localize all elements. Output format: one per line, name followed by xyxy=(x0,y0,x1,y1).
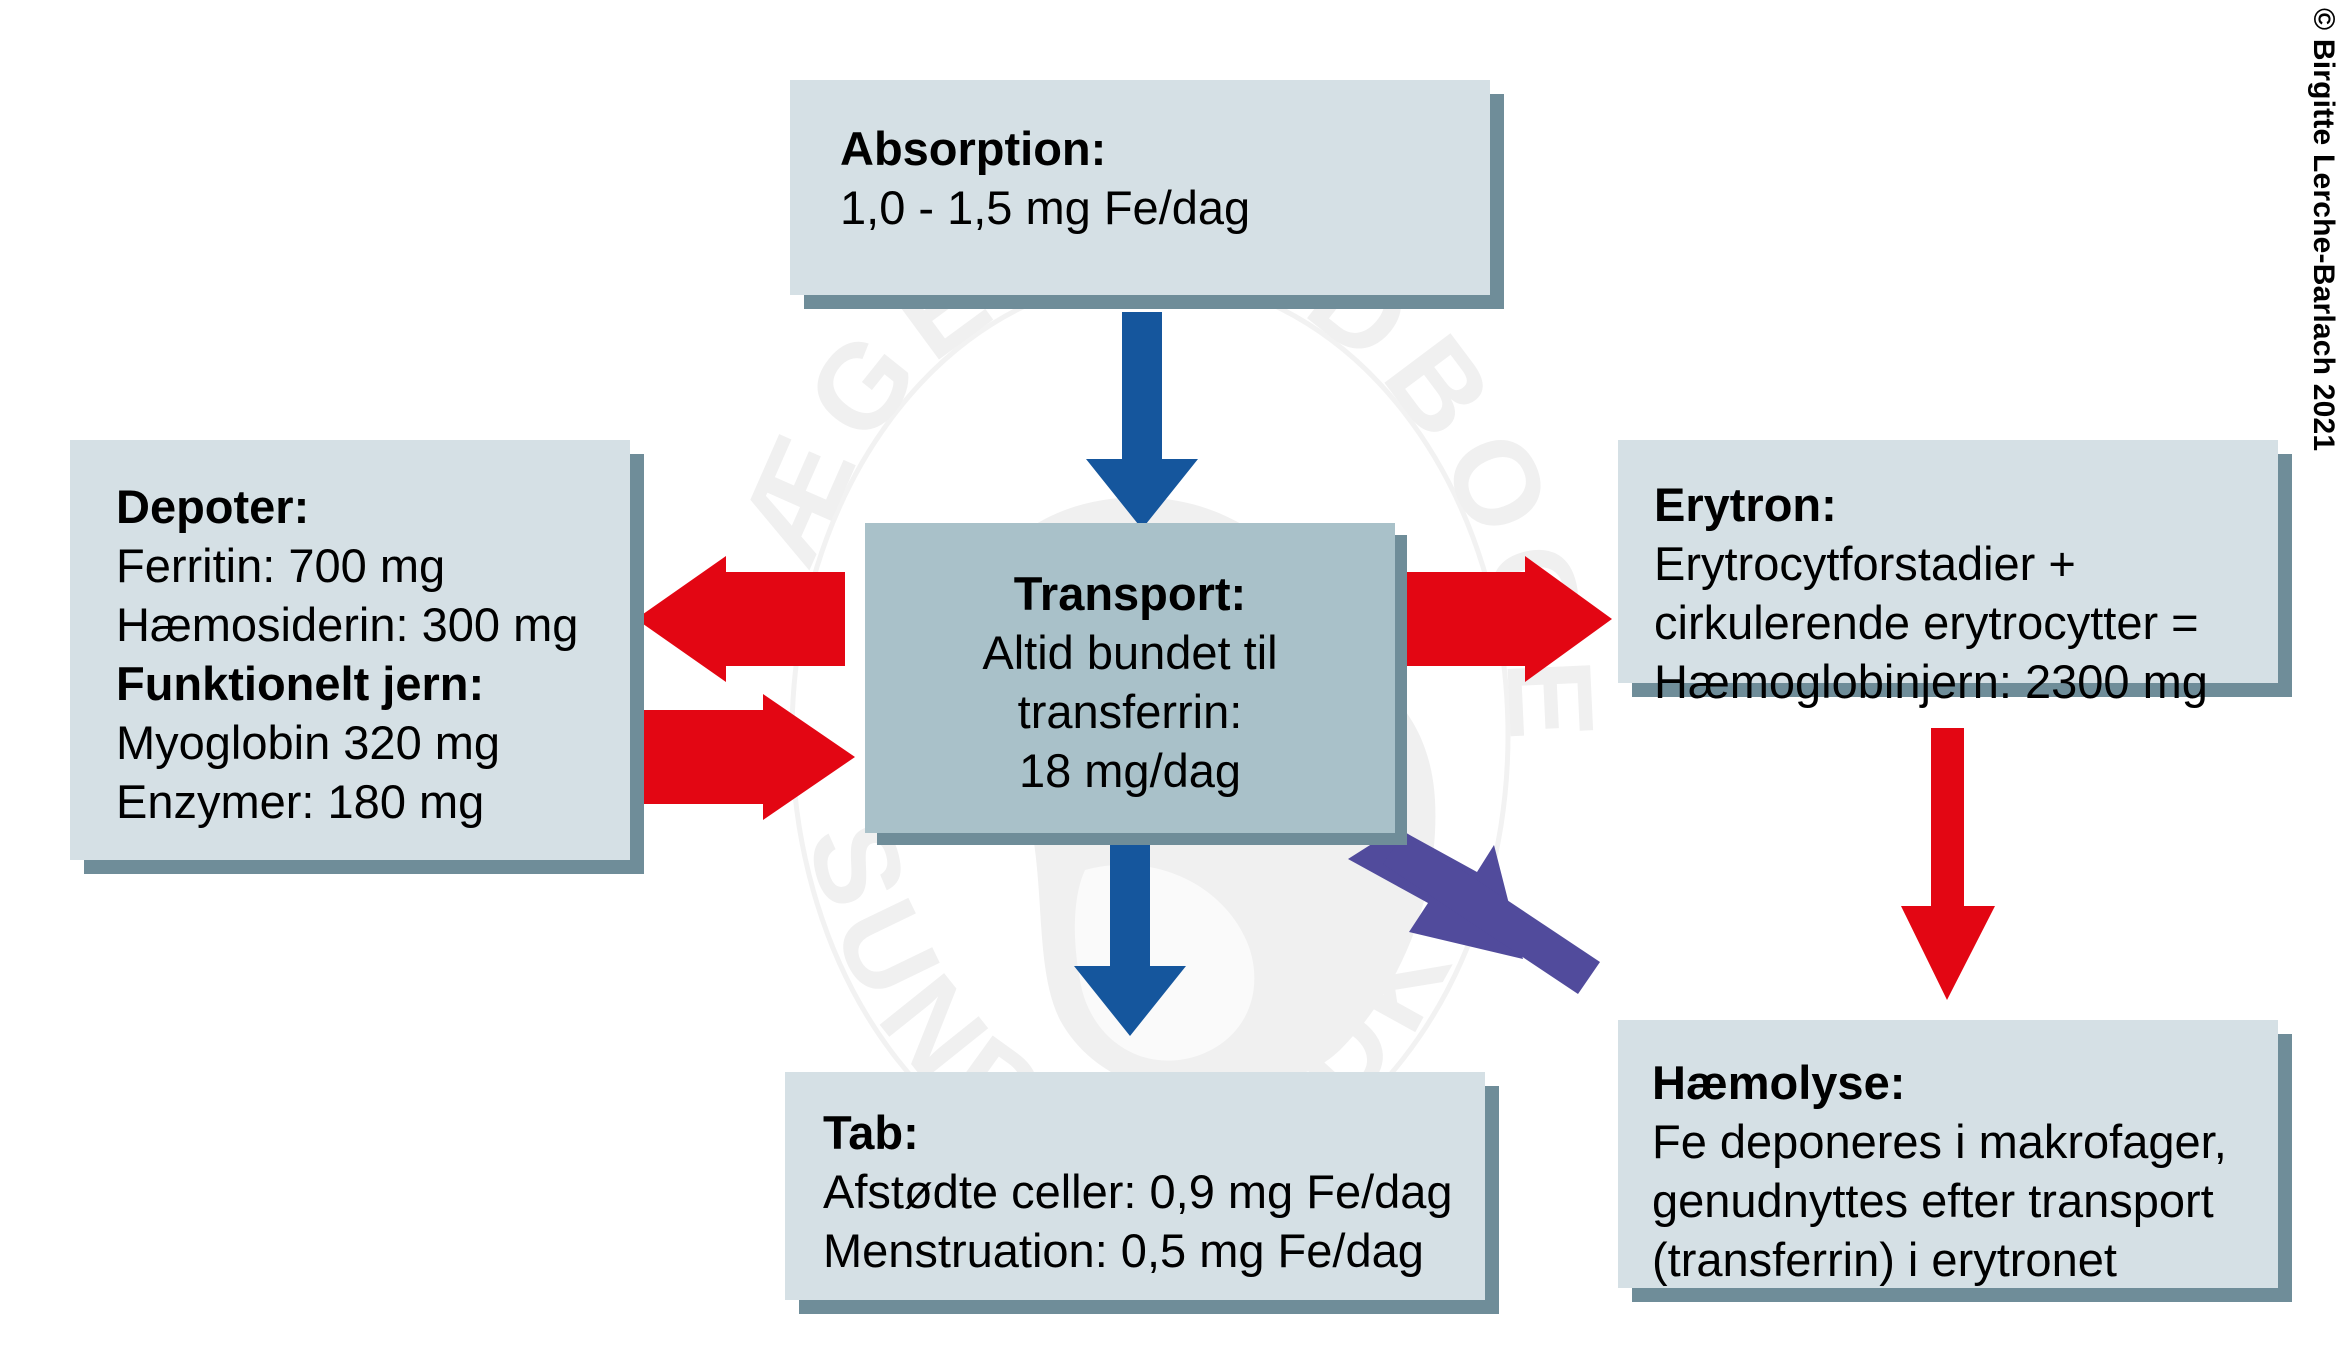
box-haemolyse[interactable]: Hæmolyse: Fe deponeres i makrofager, gen… xyxy=(1618,1020,2278,1288)
box-erytron-line-3: Hæmoglobinjern: 2300 mg xyxy=(1654,654,2208,708)
arrow-depoter-to-transport xyxy=(644,694,855,820)
box-absorption[interactable]: Absorption: 1,0 - 1,5 mg Fe/dag xyxy=(790,80,1490,295)
box-erytron-line-2: cirkulerende erytrocytter = xyxy=(1654,595,2199,649)
box-depoter[interactable]: Depoter: Ferritin: 700 mg Hæmosiderin: 3… xyxy=(70,440,630,860)
box-absorption-line-1: 1,0 - 1,5 mg Fe/dag xyxy=(840,180,1251,234)
box-transport-title: Transport: xyxy=(1013,567,1247,620)
arrow-transport-to-depoter xyxy=(636,556,845,682)
box-absorption-title: Absorption: xyxy=(840,122,1107,175)
arrow-erytron-to-haemolyse xyxy=(1901,728,1995,1000)
copyright-notice: © Birgitte Lerche-Barlach 2021 xyxy=(2304,8,2340,452)
box-depoter-line-2: Hæmosiderin: 300 mg xyxy=(116,597,579,651)
box-erytron-line-1: Erytrocytforstadier + xyxy=(1654,536,2076,590)
arrow-absorption-to-transport xyxy=(1086,312,1198,529)
box-transport-line-1: Altid bundet til xyxy=(982,625,1278,679)
box-tab[interactable]: Tab: Afstødte celler: 0,9 mg Fe/dag Mens… xyxy=(785,1072,1485,1300)
box-haemolyse-line-3: (transferrin) i erytronet xyxy=(1652,1232,2117,1286)
arrow-haemolyse-to-transport xyxy=(1348,828,1600,994)
box-haemolyse-line-2: genudnyttes efter transport xyxy=(1652,1173,2214,1227)
box-depoter-subtitle: Funktionelt jern: xyxy=(116,656,485,710)
arrow-transport-to-tab xyxy=(1074,845,1186,1036)
box-depoter-subline-1: Myoglobin 320 mg xyxy=(116,715,501,769)
box-depoter-title: Depoter: xyxy=(116,480,310,533)
box-transport-line-3: 18 mg/dag xyxy=(1018,743,1242,797)
box-haemolyse-title: Hæmolyse: xyxy=(1652,1056,1906,1109)
copyright-text: © Birgitte Lerche-Barlach 2021 xyxy=(2307,8,2340,452)
box-erytron-title: Erytron: xyxy=(1654,478,1837,531)
box-tab-line-2: Menstruation: 0,5 mg Fe/dag xyxy=(823,1223,1424,1277)
box-depoter-line-1: Ferritin: 700 mg xyxy=(116,538,446,592)
box-tab-title: Tab: xyxy=(823,1106,919,1159)
box-erytron[interactable]: Erytron: Erytrocytforstadier + cirkulere… xyxy=(1618,440,2278,708)
arrow-transport-to-erytron xyxy=(1406,556,1612,682)
box-transport[interactable]: Transport: Altid bundet til transferrin:… xyxy=(865,523,1395,833)
box-transport-line-2: transferrin: xyxy=(1017,684,1243,738)
box-tab-line-1: Afstødte celler: 0,9 mg Fe/dag xyxy=(823,1164,1453,1218)
box-depoter-subline-2: Enzymer: 180 mg xyxy=(116,774,485,828)
box-haemolyse-line-1: Fe deponeres i makrofager, xyxy=(1652,1114,2227,1168)
